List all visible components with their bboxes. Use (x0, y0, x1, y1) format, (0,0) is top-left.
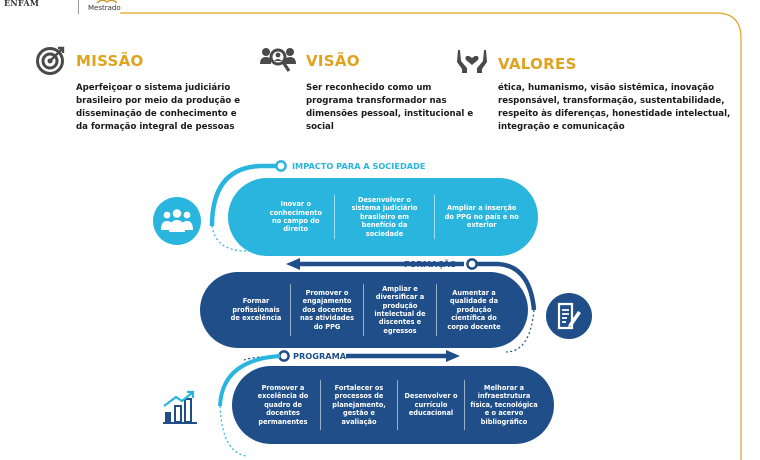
impacto-pill: Inovar o conhecimento no campo do direit… (228, 178, 538, 256)
formacao-item: Formar profissionais de excelência (230, 297, 282, 323)
programa-pill: Promover a excelência do quadro de docen… (232, 366, 554, 444)
impacto-item: Ampliar a inserção do PPG no país e no e… (444, 204, 519, 230)
valores-text: ética, humanismo, visão sistêmica, inova… (498, 83, 731, 132)
mestrado-logo: Mestrado (88, 4, 121, 12)
programa-item: Promover a excelência do quadro de docen… (257, 383, 309, 426)
enfam-logo: ENFAM (4, 0, 40, 8)
hands-heart-icon (457, 50, 487, 73)
missao-text: Aperfeiçoar o sistema judiciário brasile… (76, 83, 241, 132)
impacto-label: IMPACTO PARA A SOCIEDADE (292, 161, 426, 171)
formacao-pill: Formar profissionais de excelência Promo… (200, 272, 528, 348)
impacto-item: Desenvolver o sistema judiciário brasile… (351, 195, 418, 238)
team-search-icon (260, 48, 296, 72)
programa-label: PROGRAMA (293, 351, 347, 361)
valores-title: VALORES (498, 55, 577, 73)
formacao-item: Promover o engajamento dos docentes nas … (299, 288, 355, 331)
document-pen-icon (546, 293, 592, 339)
missao-title: MISSÃO (76, 52, 144, 70)
visao-title: VISÃO (306, 52, 360, 70)
impacto-item: Inovar o conhecimento no campo do direit… (269, 200, 322, 234)
growth-chart-icon (163, 390, 197, 424)
people-group-icon (153, 197, 201, 245)
book-logo-icon (96, 0, 118, 4)
formacao-item: Aumentar a qualidade da produção científ… (447, 288, 501, 331)
formacao-item: Ampliar e diversificar a produção intele… (374, 284, 426, 335)
programa-item: Melhorar a infraestrutura física, tecnol… (470, 383, 538, 426)
logo-divider (78, 0, 79, 14)
target-icon (36, 46, 65, 75)
programa-item: Fortalecer os processos de planejamento,… (332, 383, 386, 426)
formacao-label: FORMAÇÃO (404, 259, 457, 269)
visao-text: Ser reconhecido como um programa transfo… (306, 83, 474, 132)
programa-item: Desenvolver o currículo educacional (404, 392, 458, 418)
